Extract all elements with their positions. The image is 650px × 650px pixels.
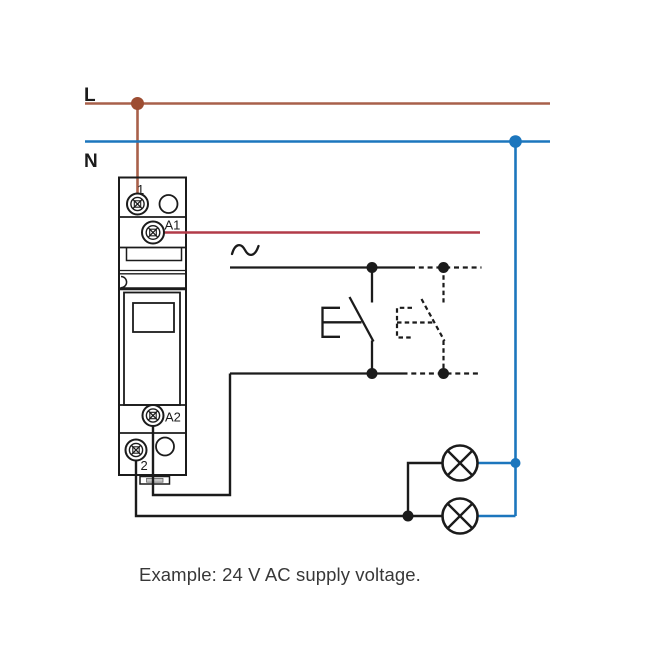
push-button-contact-icon <box>321 267 375 374</box>
terminal-hole-icon <box>155 436 175 457</box>
screw-square <box>132 446 140 454</box>
screw-terminal-2-icon <box>124 438 148 462</box>
screw-terminal-1-icon <box>126 192 149 216</box>
device-switch-window <box>132 302 175 333</box>
screw-square <box>149 411 157 420</box>
supply-line-l: L <box>84 85 550 194</box>
terminal-a1-label: A1 <box>165 218 181 233</box>
control-wires <box>134 373 443 518</box>
lamp-branch-wire <box>406 461 443 516</box>
n-label: N <box>84 151 98 172</box>
junction-dot-icon <box>438 368 449 379</box>
screw-terminal-a1-icon <box>141 220 165 245</box>
screw-terminal-a2-icon <box>141 404 165 427</box>
junction-dot-icon <box>366 262 378 273</box>
lamp-junction-dot-icon <box>402 510 414 522</box>
screw-inner <box>128 442 144 458</box>
screw-square <box>133 200 142 208</box>
lamp-2-icon <box>441 497 479 535</box>
terminal-1-label: 1 <box>137 182 144 197</box>
junction-dot-icon <box>366 368 378 379</box>
lamp-cross <box>446 502 474 530</box>
screw-inner <box>145 224 161 240</box>
device-recess-line <box>125 248 183 262</box>
terminal-a2-label: A2 <box>165 410 181 425</box>
device-seam-lines <box>119 269 186 275</box>
relay-contact-lever <box>420 298 446 342</box>
caption-text: Example: 24 V AC supply voltage. <box>139 564 421 585</box>
control-circuit <box>230 244 482 379</box>
din-rail-clip-slot <box>146 477 164 483</box>
neutral-drop <box>477 141 517 518</box>
din-rail-clip-icon <box>139 475 171 485</box>
terminal-hole-icon <box>158 194 179 214</box>
relay-contact-icon <box>395 267 446 374</box>
ac-supply-icon <box>230 244 260 256</box>
a2-wire <box>151 373 232 497</box>
l-junction-dot-icon <box>131 97 144 110</box>
n-junction-dot-icon <box>509 135 522 148</box>
supply-line-n: N <box>84 140 550 172</box>
terminal-2-label: 2 <box>141 458 148 473</box>
lamp-1-icon <box>441 444 479 482</box>
screw-inner <box>130 196 145 212</box>
l-label: L <box>84 85 96 106</box>
screw-square <box>149 228 157 237</box>
lamp-circle <box>441 497 479 535</box>
junction-dot-icon <box>438 262 449 273</box>
terminal2-wire <box>134 460 443 518</box>
lamp-circle <box>441 444 479 482</box>
n-junction-dot-icon <box>510 458 521 468</box>
device-notch-icon <box>120 275 128 289</box>
screw-inner <box>145 408 161 423</box>
contact-lever <box>348 296 375 343</box>
lamp-cross <box>446 449 474 477</box>
